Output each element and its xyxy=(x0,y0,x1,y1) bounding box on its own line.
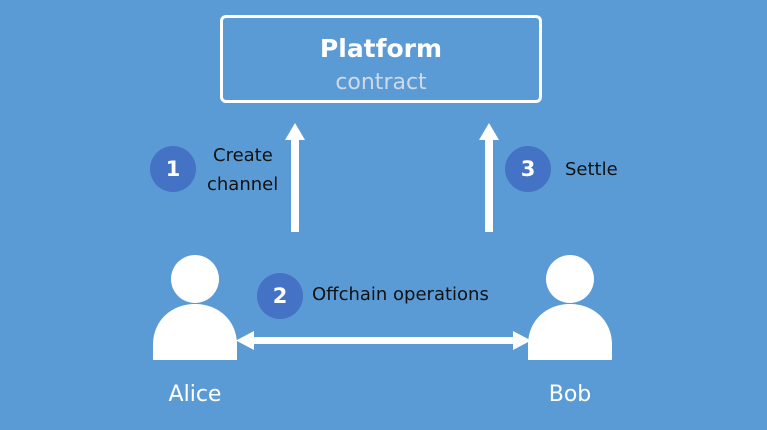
platform-subtitle: contract xyxy=(335,70,427,95)
step-1-label-line1: Create xyxy=(213,145,273,166)
step-1-badge: 1 xyxy=(150,146,196,192)
arrow-offchain-operations xyxy=(236,331,531,350)
arrow-create-channel xyxy=(285,123,305,232)
step-2-label: Offchain operations xyxy=(312,284,489,305)
step-3-badge: 3 xyxy=(505,146,551,192)
step-3-label: Settle xyxy=(565,159,618,180)
bob-person-icon xyxy=(528,255,612,360)
alice-name: Alice xyxy=(168,382,222,407)
platform-title: Platform xyxy=(319,34,443,63)
step-2-badge: 2 xyxy=(257,273,303,319)
step-1-label-line2: channel xyxy=(207,174,279,195)
alice-person-icon xyxy=(153,255,237,360)
arrow-settle xyxy=(479,123,499,232)
platform-contract-box: Platform contract xyxy=(220,15,542,103)
bob-name: Bob xyxy=(548,382,592,407)
